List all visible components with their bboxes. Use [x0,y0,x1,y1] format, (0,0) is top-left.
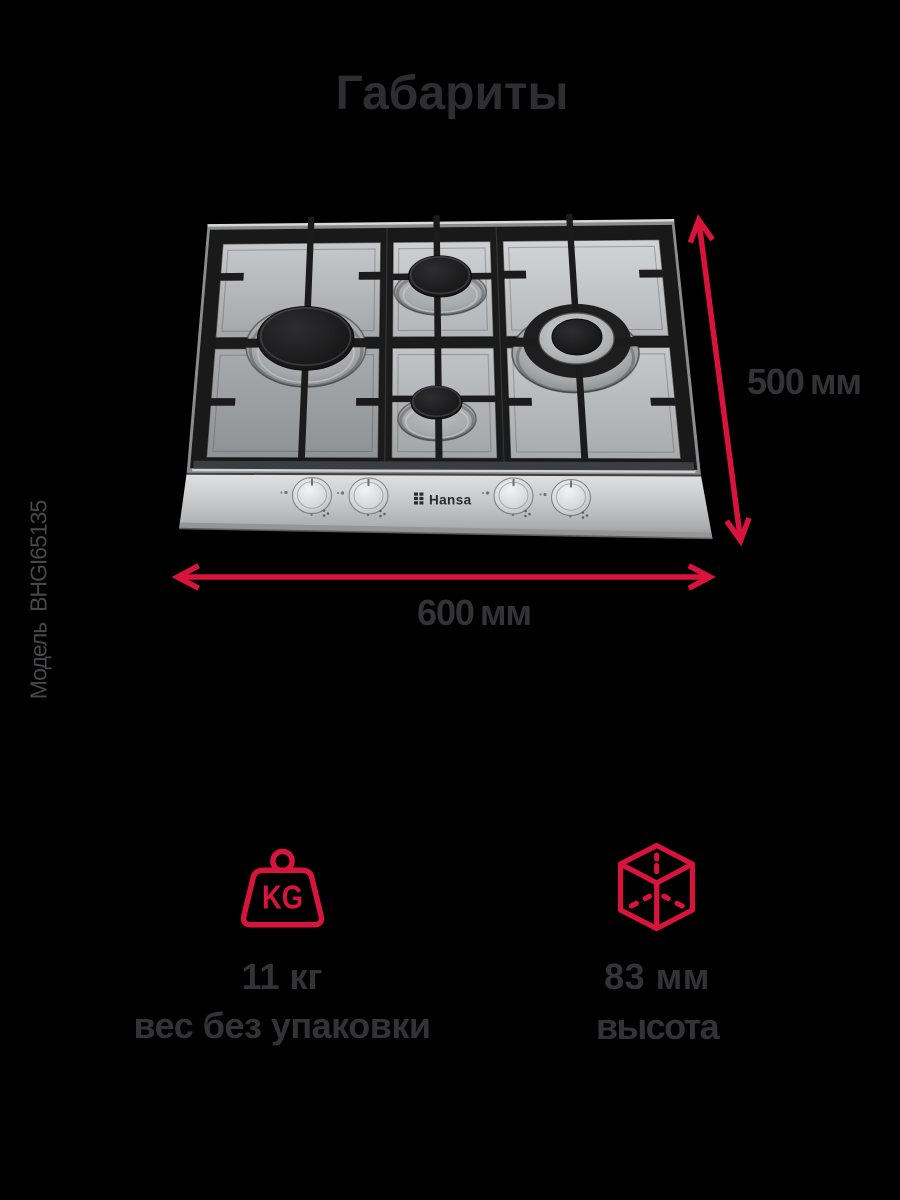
svg-text:KG: KG [262,879,303,916]
svg-text:Hansa: Hansa [429,493,472,508]
